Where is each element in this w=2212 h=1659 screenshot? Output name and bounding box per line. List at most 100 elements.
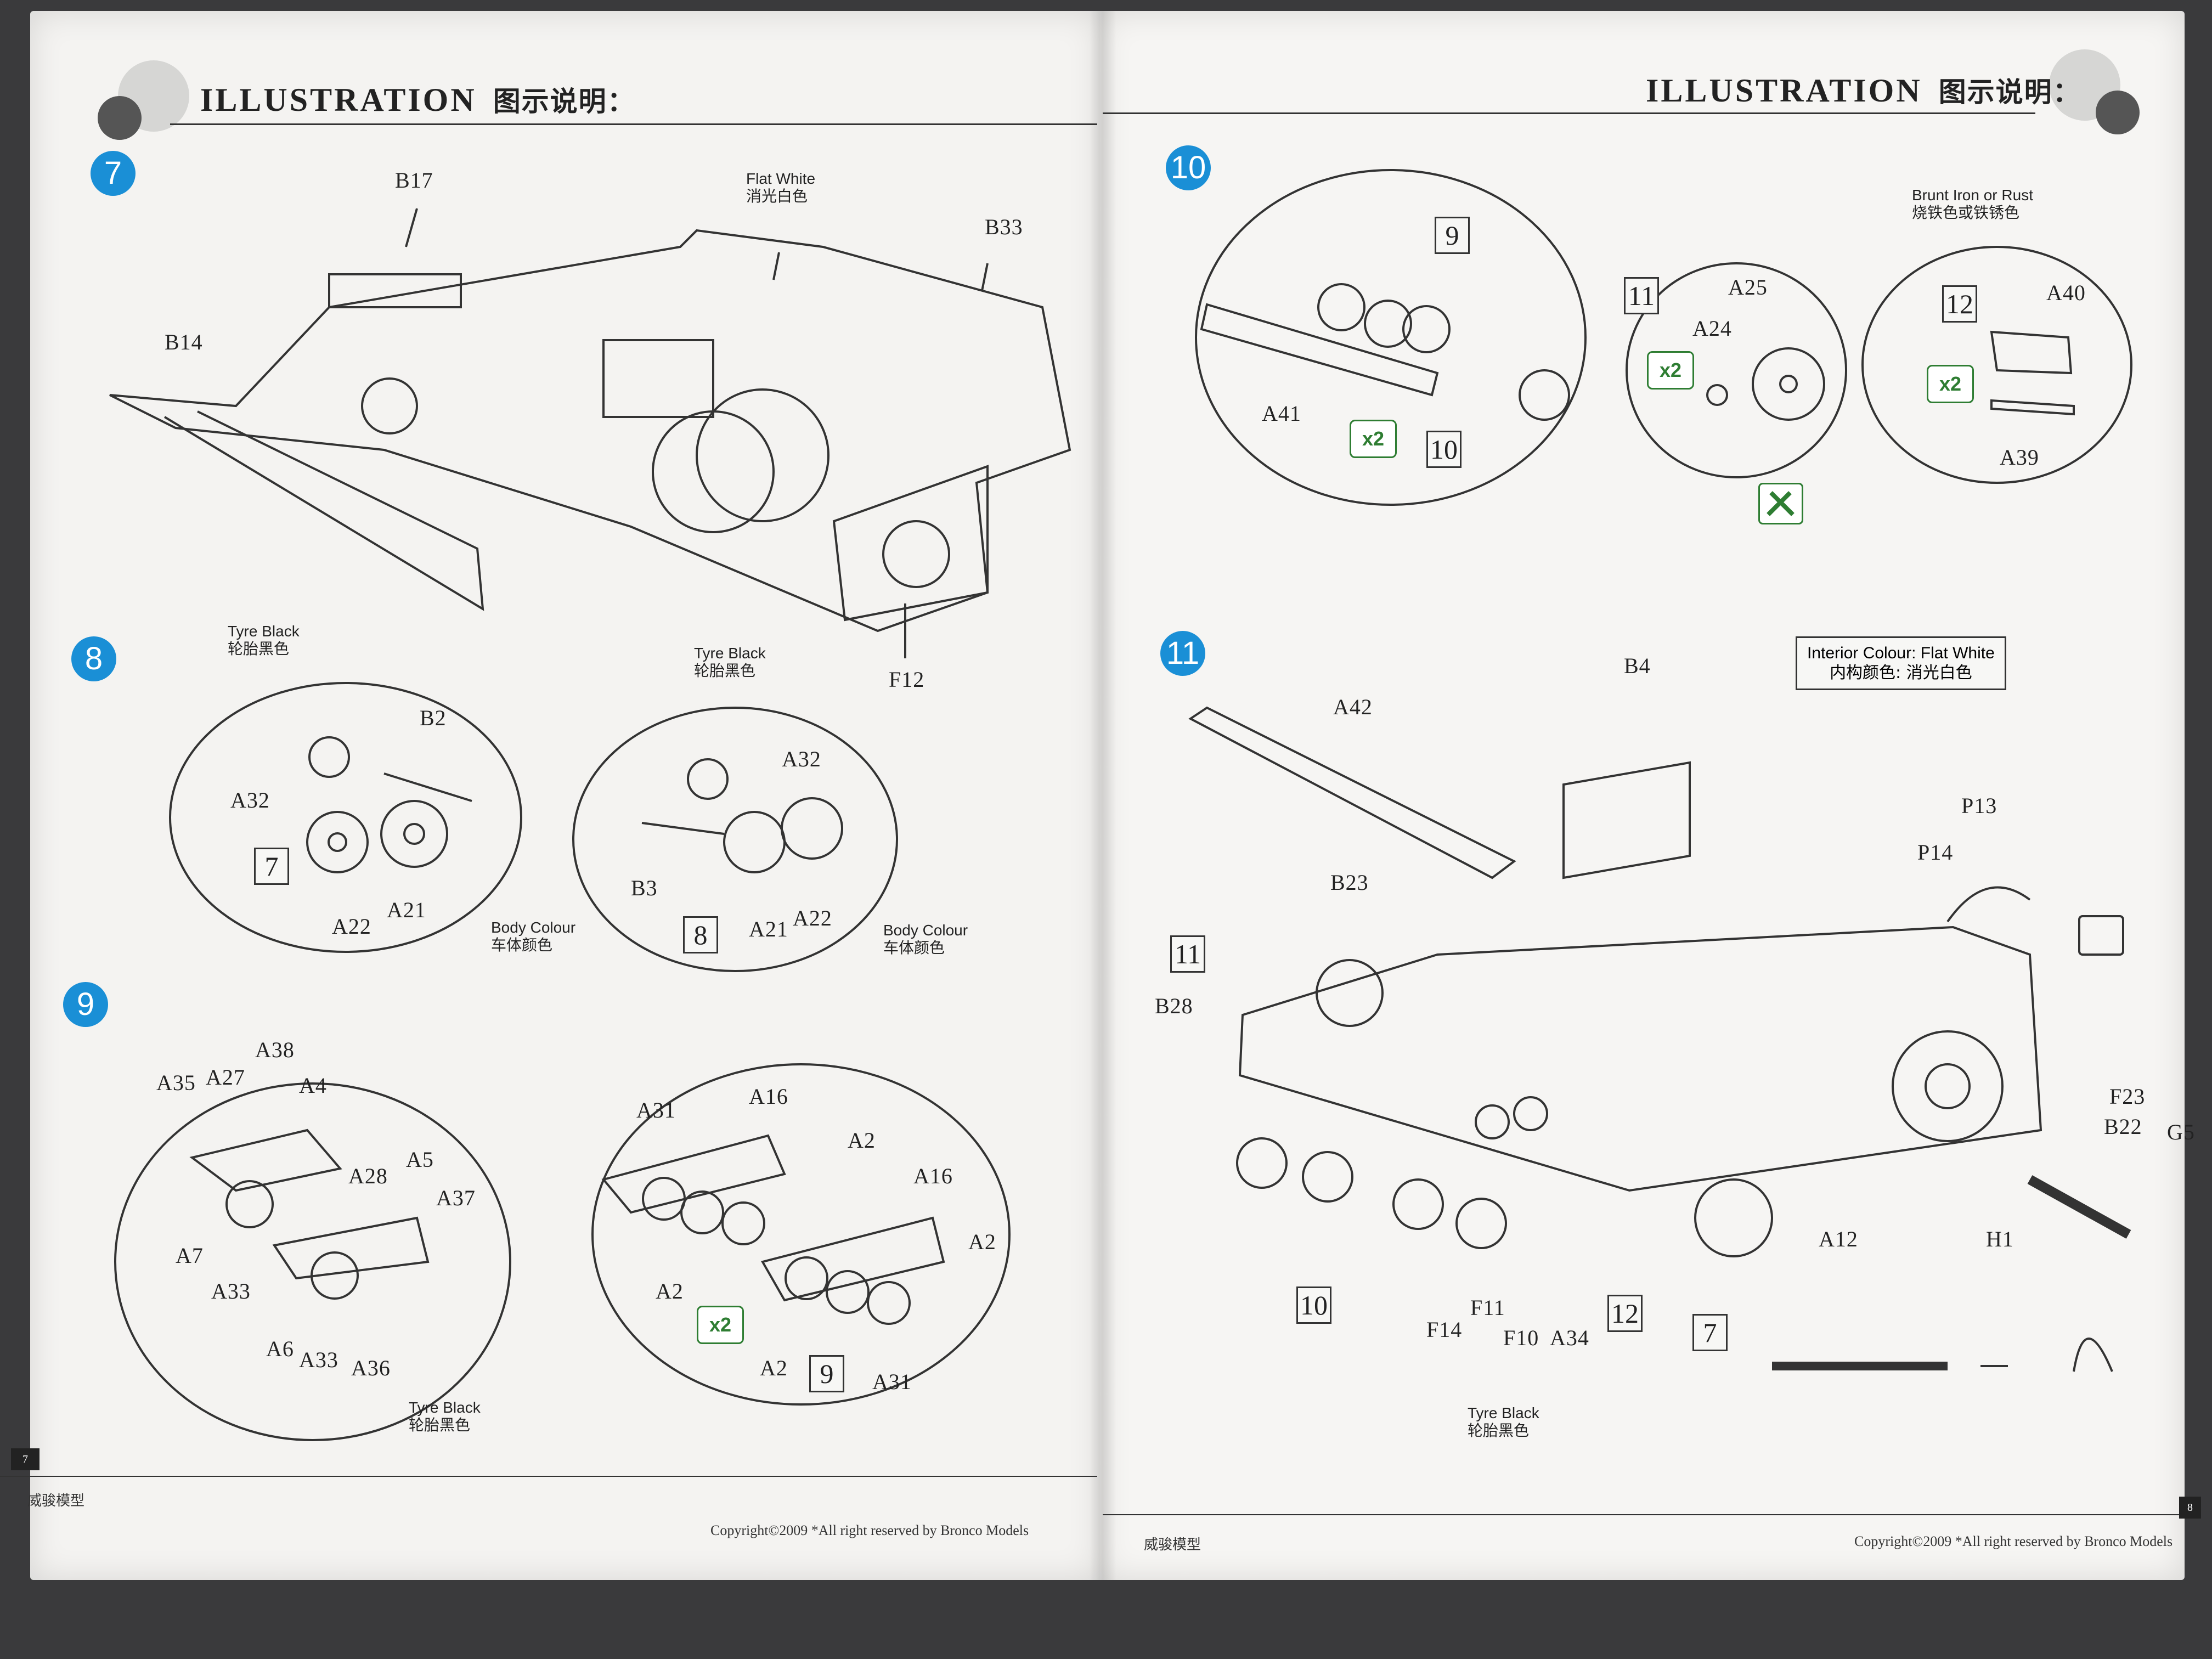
color-callout-brunt-iron: Brunt Iron or Rust 烧铁色或铁锈色 bbox=[1912, 187, 2033, 222]
part-a31: A31 bbox=[636, 1098, 676, 1122]
page-number-left: 7 bbox=[11, 1448, 40, 1470]
part-b17: B17 bbox=[395, 168, 433, 193]
part-a27: A27 bbox=[206, 1065, 245, 1090]
part-f14: F14 bbox=[1426, 1317, 1463, 1342]
step-ref-box: 9 bbox=[1435, 217, 1470, 254]
step-ref-box: 7 bbox=[254, 848, 289, 885]
step-ref-box: 12 bbox=[1607, 1295, 1643, 1332]
footer-rule-left bbox=[0, 1476, 1097, 1477]
step-ref-box: 12 bbox=[1942, 285, 1977, 323]
color-callout-body-colour: Body Colour 车体颜色 bbox=[883, 922, 968, 957]
part-b14: B14 bbox=[165, 330, 203, 354]
interior-colour-note: Interior Colour: Flat White 内构颜色: 消光白色 bbox=[1796, 636, 2006, 690]
quantity-x2-badge: x2 bbox=[1927, 365, 1974, 403]
step-10-badge: 10 bbox=[1166, 145, 1211, 190]
brand-cn-left: 威骏模型 bbox=[27, 1493, 85, 1509]
part-a40: A40 bbox=[2046, 280, 2086, 305]
header-title-en: ILLUSTRATION bbox=[1646, 72, 1922, 109]
part-a2: A2 bbox=[760, 1356, 788, 1380]
brand-cn-right: 威骏模型 bbox=[1144, 1537, 1201, 1553]
part-b28: B28 bbox=[1155, 994, 1193, 1018]
part-a39: A39 bbox=[2000, 445, 2039, 470]
part-b22: B22 bbox=[2104, 1114, 2142, 1139]
part-a32: A32 bbox=[230, 788, 270, 812]
part-a36: A36 bbox=[351, 1356, 391, 1380]
part-a24: A24 bbox=[1692, 316, 1732, 341]
part-a7: A7 bbox=[176, 1243, 204, 1268]
part-a21: A21 bbox=[749, 917, 788, 941]
color-callout-tyre-black: Tyre Black 轮胎黑色 bbox=[1468, 1404, 1539, 1440]
header-title-en: ILLUSTRATION bbox=[200, 82, 477, 118]
header-deco-left-dark bbox=[98, 96, 142, 140]
step-ref-box: 8 bbox=[683, 916, 718, 953]
no-glue-icon bbox=[1758, 483, 1803, 524]
copyright-left: Copyright©2009 *All right reserved by Br… bbox=[710, 1522, 1029, 1538]
part-b2: B2 bbox=[420, 706, 447, 730]
step-ref-box: 10 bbox=[1296, 1286, 1331, 1324]
color-callout-tyre-black: Tyre Black 轮胎黑色 bbox=[409, 1399, 481, 1434]
part-b4: B4 bbox=[1624, 653, 1651, 678]
quantity-x2-badge: x2 bbox=[1350, 420, 1397, 458]
step-8-badge: 8 bbox=[71, 636, 116, 681]
part-a28: A28 bbox=[348, 1164, 388, 1188]
footer-rule-right bbox=[1103, 1514, 2183, 1515]
header-rule-right bbox=[1103, 112, 2035, 114]
part-a32: A32 bbox=[782, 747, 821, 771]
part-f11: F11 bbox=[1470, 1295, 1505, 1320]
part-a12: A12 bbox=[1819, 1227, 1858, 1251]
step-ref-box: 9 bbox=[809, 1355, 844, 1392]
color-callout-body-colour: Body Colour 车体颜色 bbox=[491, 919, 576, 954]
part-a22: A22 bbox=[332, 914, 371, 939]
step-ref-box: 11 bbox=[1624, 277, 1659, 314]
step-9-badge: 9 bbox=[63, 982, 108, 1027]
part-b33: B33 bbox=[985, 215, 1023, 239]
part-a33: A33 bbox=[211, 1279, 251, 1304]
part-a5: A5 bbox=[406, 1147, 434, 1172]
part-a34: A34 bbox=[1550, 1325, 1589, 1350]
step-11-badge: 11 bbox=[1160, 631, 1205, 676]
header-rule-left bbox=[170, 123, 1097, 125]
part-a33: A33 bbox=[299, 1347, 338, 1372]
part-a41: A41 bbox=[1262, 401, 1301, 426]
part-p13: P13 bbox=[1961, 793, 1997, 818]
step-7-badge: 7 bbox=[91, 151, 136, 196]
part-a25: A25 bbox=[1728, 275, 1768, 300]
part-a22: A22 bbox=[793, 906, 832, 930]
copyright-right: Copyright©2009 *All right reserved by Br… bbox=[1854, 1533, 2173, 1549]
step-ref-box: 10 bbox=[1426, 431, 1462, 468]
part-f23: F23 bbox=[2109, 1084, 2146, 1109]
color-callout-flat-white: Flat White 消光白色 bbox=[746, 170, 816, 205]
part-b23: B23 bbox=[1330, 870, 1369, 895]
part-a38: A38 bbox=[255, 1037, 295, 1062]
part-g5: G5 bbox=[2167, 1120, 2195, 1144]
part-a2: A2 bbox=[968, 1229, 996, 1254]
part-a21: A21 bbox=[387, 898, 426, 922]
part-a2: A2 bbox=[848, 1128, 876, 1153]
quantity-x2-badge: x2 bbox=[1647, 351, 1694, 390]
left-page bbox=[30, 11, 1100, 1580]
part-h1: H1 bbox=[1986, 1227, 2014, 1251]
book-gutter bbox=[1089, 11, 1116, 1580]
color-callout-tyre-black: Tyre Black 轮胎黑色 bbox=[228, 623, 300, 658]
part-a37: A37 bbox=[436, 1186, 476, 1210]
part-p14: P14 bbox=[1917, 840, 1954, 865]
part-a35: A35 bbox=[156, 1070, 196, 1095]
part-f10: F10 bbox=[1503, 1325, 1539, 1350]
part-a16: A16 bbox=[913, 1164, 953, 1188]
header-title-cn: 图示说明： bbox=[493, 86, 636, 117]
header-title-cn: 图示说明： bbox=[1938, 76, 2081, 108]
part-a6: A6 bbox=[266, 1336, 294, 1361]
page-number-right: 8 bbox=[2179, 1497, 2201, 1519]
header-right: ILLUSTRATION 图示说明： bbox=[1646, 70, 2081, 110]
header-deco-right-dark bbox=[2096, 91, 2140, 134]
step-ref-box: 7 bbox=[1692, 1314, 1728, 1351]
color-callout-tyre-black: Tyre Black 轮胎黑色 bbox=[694, 645, 766, 680]
part-a16: A16 bbox=[749, 1084, 788, 1109]
part-a4: A4 bbox=[299, 1073, 327, 1098]
part-a42: A42 bbox=[1333, 695, 1373, 719]
part-f12: F12 bbox=[889, 667, 925, 692]
quantity-x2-badge: x2 bbox=[697, 1306, 744, 1344]
step-ref-box: 11 bbox=[1170, 935, 1205, 973]
part-a31: A31 bbox=[872, 1369, 912, 1394]
